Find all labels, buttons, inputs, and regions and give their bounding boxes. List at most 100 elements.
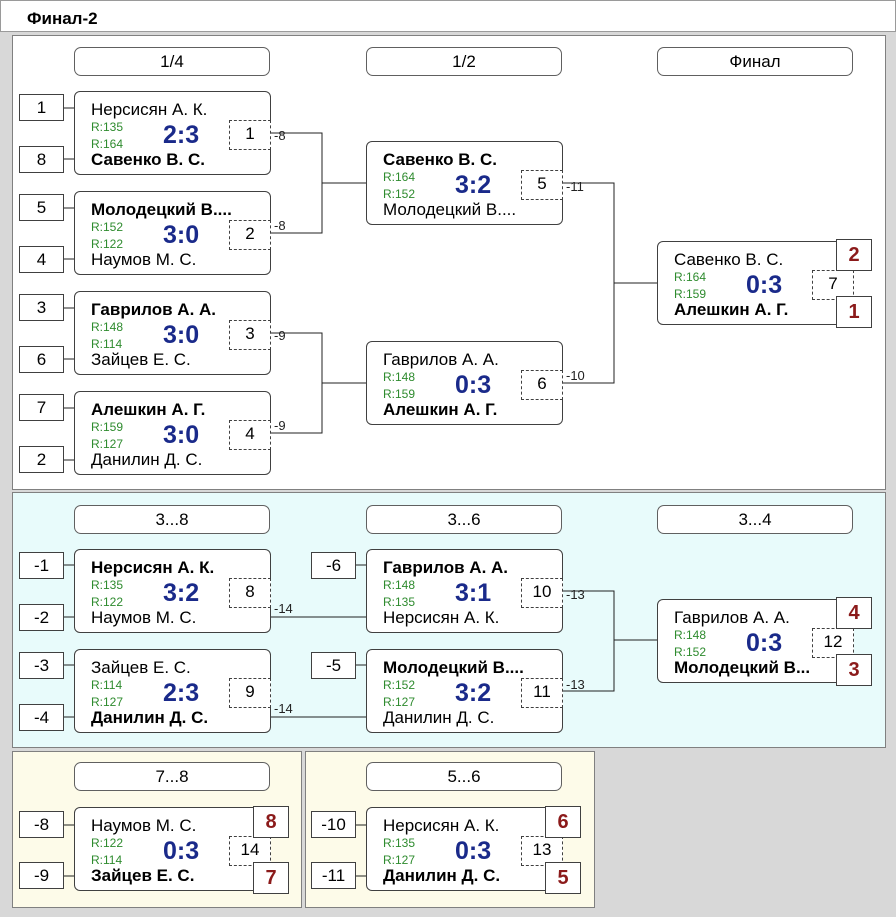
player-rating: R:164 [383, 170, 416, 184]
seed-box: -11 [311, 862, 356, 889]
place-box: 5 [545, 862, 581, 894]
player-rating: R:164 [674, 270, 707, 284]
page-title: Финал-2 [27, 9, 98, 28]
player-name: Молодецкий В... [674, 658, 811, 677]
player-rating: R:122 [91, 836, 124, 850]
match-score: 3:2 [455, 171, 492, 199]
player-name: Зайцев Е. С. [91, 866, 195, 885]
player-name: Зайцев Е. С. [91, 350, 191, 369]
player-rating: R:159 [674, 287, 707, 301]
match-score: 3:1 [455, 579, 492, 607]
match-score: 0:3 [746, 271, 783, 299]
seed-box: 1 [19, 94, 64, 121]
match-score: 0:3 [163, 837, 200, 865]
match-number: 8 [229, 578, 271, 608]
connector-label: -8 [274, 218, 286, 233]
player-rating: R:135 [91, 120, 124, 134]
match-number: 4 [229, 420, 271, 450]
player-rating: R:159 [91, 420, 124, 434]
seed-box: 2 [19, 446, 64, 473]
player-rating: R:114 [91, 853, 123, 867]
match-score: 3:0 [163, 421, 200, 449]
stage-header-7-8: 7...8 [74, 762, 270, 791]
player-name: Данилин Д. С. [383, 866, 501, 885]
seed-box: 5 [19, 194, 64, 221]
player-rating: R:164 [91, 137, 124, 151]
player-rating: R:159 [383, 387, 416, 401]
player-rating: R:114 [91, 337, 123, 351]
seed-box: -5 [311, 652, 356, 679]
title-bar: Финал-2 [0, 0, 896, 32]
connector-label: -9 [274, 328, 286, 343]
player-name: Алешкин А. Г. [383, 400, 498, 419]
connector-label: -14 [274, 601, 293, 616]
connector-label: -9 [274, 418, 286, 433]
player-rating: R:127 [91, 437, 124, 451]
stage-header-3-4: 3...4 [657, 505, 853, 534]
place-box: 2 [836, 239, 872, 271]
match-number: 2 [229, 220, 271, 250]
match-number: 5 [521, 170, 563, 200]
player-name: Нерсисян А. К. [91, 100, 208, 119]
player-name: Алешкин А. Г. [91, 400, 206, 419]
player-name: Савенко В. С. [674, 250, 784, 269]
connector-label: -10 [566, 368, 585, 383]
connector-label: -13 [566, 677, 585, 692]
player-rating: R:148 [383, 578, 416, 592]
player-name: Молодецкий В.... [91, 200, 232, 219]
player-rating: R:135 [383, 595, 416, 609]
player-name: Наумов М. С. [91, 250, 197, 269]
match-number: 7 [812, 270, 854, 300]
player-name: Данилин Д. С. [91, 450, 203, 469]
player-name: Данилин Д. С. [383, 708, 495, 727]
match-number: 11 [521, 678, 563, 708]
stage-header-3-8: 3...8 [74, 505, 270, 534]
match-number: 13 [521, 836, 563, 866]
place-box: 1 [836, 296, 872, 328]
seed-box: 6 [19, 346, 64, 373]
match-score: 3:2 [163, 579, 200, 607]
player-name: Гаврилов А. А. [91, 300, 217, 319]
connector-label: -13 [566, 587, 585, 602]
place-box: 6 [545, 806, 581, 838]
place-box: 4 [836, 597, 872, 629]
seed-box: -9 [19, 862, 64, 889]
player-rating: R:148 [674, 628, 707, 642]
player-rating: R:148 [383, 370, 416, 384]
match-score: 2:3 [163, 121, 200, 149]
stage-header-semifinal: 1/2 [366, 47, 562, 76]
player-name: Нерсисян А. К. [383, 816, 500, 835]
match-score: 3:2 [455, 679, 492, 707]
seed-box: 4 [19, 246, 64, 273]
player-rating: R:127 [383, 853, 416, 867]
seed-box: 3 [19, 294, 64, 321]
player-name: Савенко В. С. [383, 150, 498, 169]
seed-box: -1 [19, 552, 64, 579]
seed-box: -6 [311, 552, 356, 579]
player-rating: R:122 [91, 595, 124, 609]
player-rating: R:127 [91, 695, 124, 709]
match-number: 14 [229, 836, 271, 866]
match-number: 3 [229, 320, 271, 350]
match-score: 0:3 [455, 837, 492, 865]
match-number: 10 [521, 578, 563, 608]
connector-label: -11 [566, 179, 584, 194]
player-name: Наумов М. С. [91, 608, 197, 627]
match-score: 3:0 [163, 221, 200, 249]
connector-label: -14 [274, 701, 293, 716]
player-rating: R:152 [674, 645, 707, 659]
